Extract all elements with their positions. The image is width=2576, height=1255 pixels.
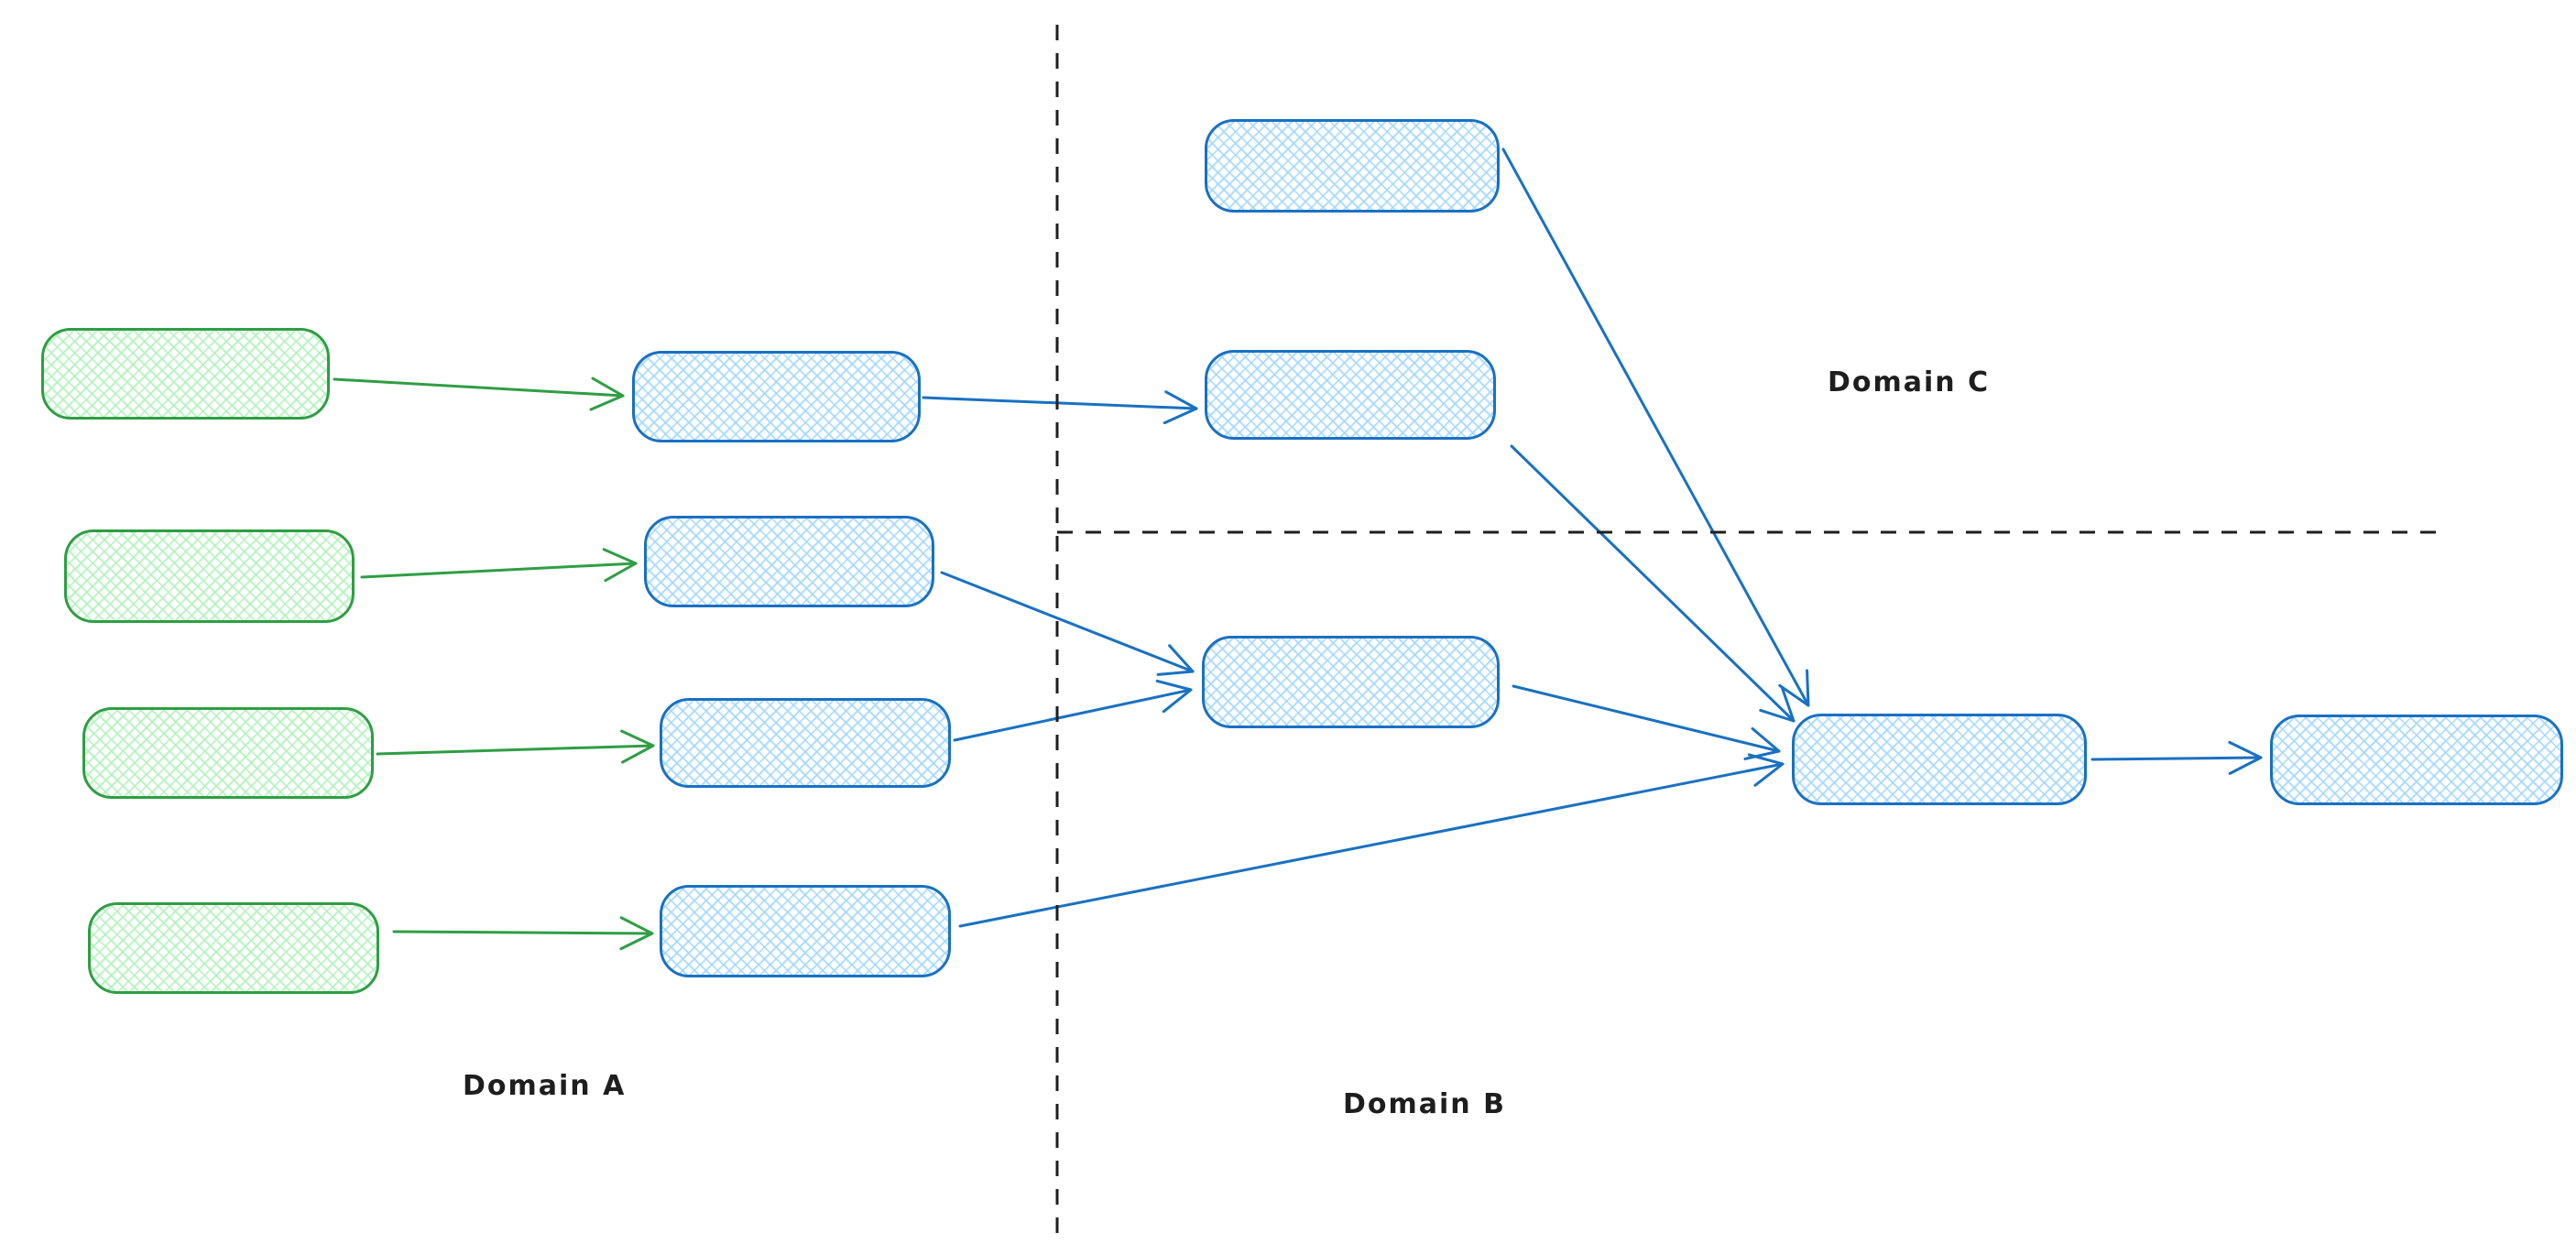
domain-c-label[interactable]: Domain C [1828, 366, 1991, 398]
green-source-2-node[interactable] [64, 529, 355, 623]
edge-green3-to-a3[interactable] [376, 729, 655, 764]
blue-b1-node[interactable] [1202, 636, 1500, 728]
blue-a1-node[interactable] [632, 351, 921, 442]
edge-green4-to-a4[interactable] [392, 916, 654, 951]
edge-green1-to-a1[interactable] [333, 376, 625, 411]
blue-a3-node[interactable] [660, 698, 951, 788]
green-source-1-node[interactable] [41, 328, 330, 420]
green-source-3-node[interactable] [82, 707, 374, 799]
edge-a4-to-merge[interactable] [958, 753, 1785, 928]
edge-green2-to-a2[interactable] [360, 548, 638, 583]
edge-a1-to-c2[interactable] [922, 390, 1198, 425]
blue-c1-node[interactable] [1205, 119, 1500, 213]
green-source-4-node[interactable] [88, 902, 379, 994]
edge-merge-to-final[interactable] [2090, 740, 2263, 775]
blue-a4-node[interactable] [660, 885, 951, 977]
edge-a3-to-b1[interactable] [953, 679, 1193, 742]
blue-b-merge-node[interactable] [1792, 714, 2087, 805]
edge-c1-to-merge[interactable] [1501, 147, 1810, 707]
blue-c2-node[interactable] [1205, 350, 1496, 440]
edge-a2-to-b1[interactable] [940, 571, 1195, 676]
edge-b1-to-merge[interactable] [1512, 684, 1781, 760]
domain-b-label[interactable]: Domain B [1343, 1088, 1506, 1120]
blue-a2-node[interactable] [644, 516, 934, 607]
edge-c2-to-merge[interactable] [1510, 444, 1796, 723]
blue-b-final-node[interactable] [2270, 715, 2563, 805]
domain-a-label[interactable]: Domain A [463, 1070, 627, 1102]
